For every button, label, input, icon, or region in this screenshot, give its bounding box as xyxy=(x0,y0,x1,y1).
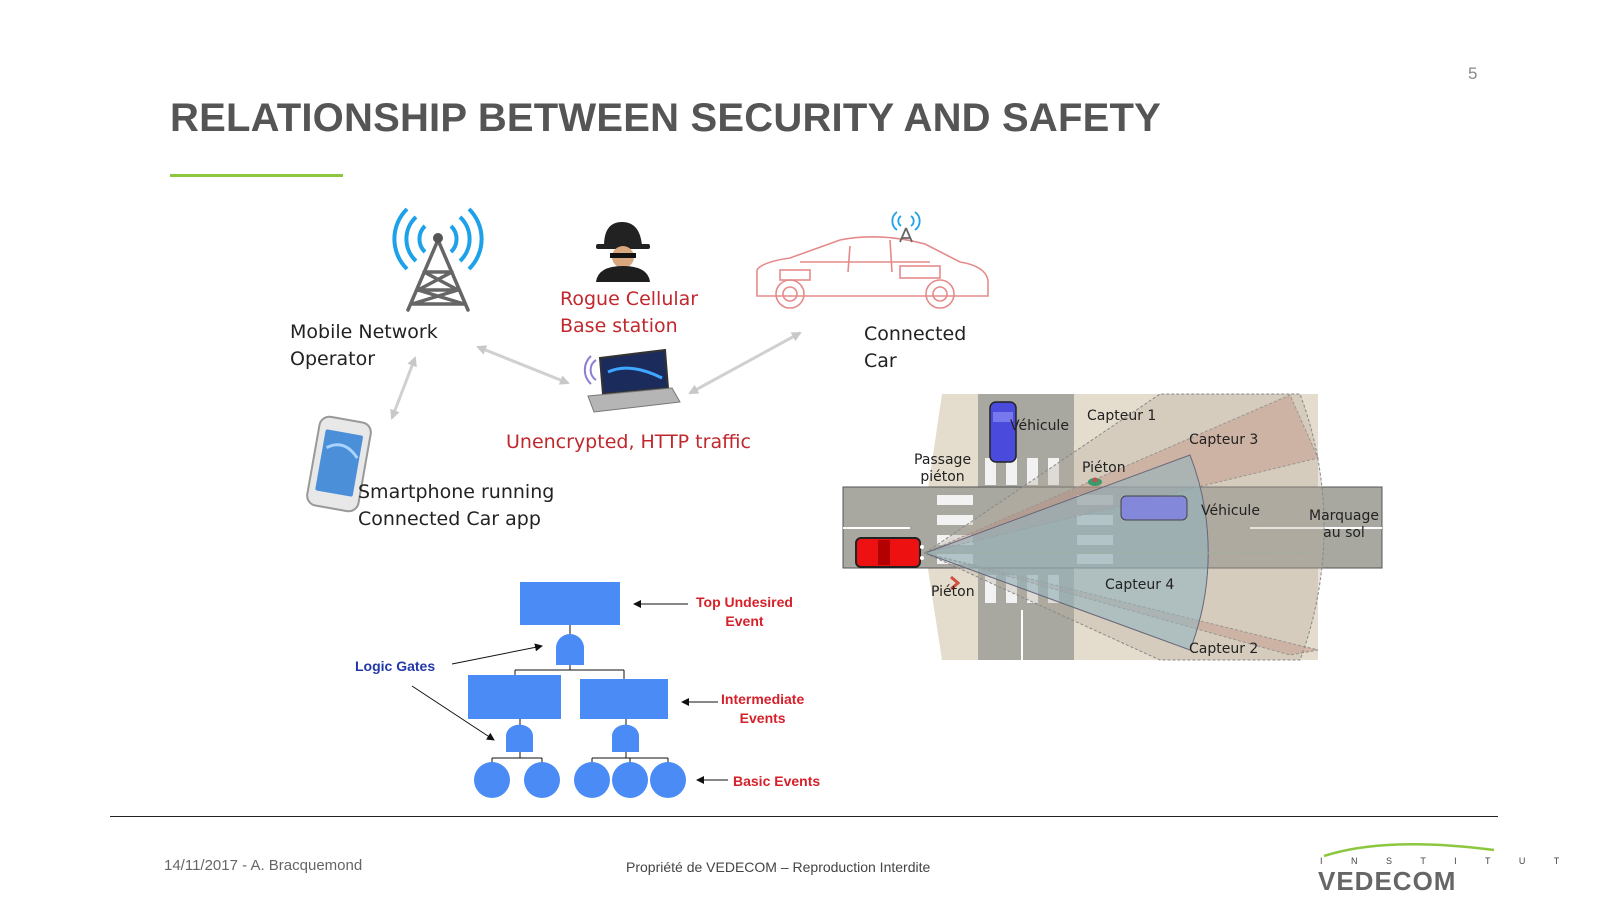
mno-label-line2: Operator xyxy=(290,348,376,370)
passage-pieton-label: Passage piéton xyxy=(914,452,971,486)
rogue-label-line1: Rogue Cellular xyxy=(560,288,699,310)
car-antenna-icon xyxy=(891,211,921,243)
arrow-mno-to-phone xyxy=(390,356,417,420)
pedestrian-bottom-icon xyxy=(950,575,961,591)
smartphone-label: Smartphone running Connected Car app xyxy=(358,479,554,533)
basic-event-3 xyxy=(574,762,610,798)
intermediate-event-box-left xyxy=(468,675,561,719)
logo-vedecom-text: VEDECOM xyxy=(1318,866,1457,896)
vehicle-right-icon xyxy=(1120,495,1188,521)
laptop-icon xyxy=(583,348,681,413)
marquage-au-sol-label: Marquage au sol xyxy=(1309,508,1379,542)
marquage-line1: Marquage xyxy=(1309,508,1380,524)
capteur-4-label: Capteur 4 xyxy=(1105,577,1175,593)
ego-car-icon xyxy=(855,537,924,568)
intermediate-event-box-right xyxy=(580,679,668,719)
vedecom-logo: I N S T I T U T VEDECOM xyxy=(1316,832,1559,896)
connected-car-label: Connected Car xyxy=(864,321,966,375)
phone-label-line2: Connected Car app xyxy=(358,508,541,530)
and-gate-right xyxy=(612,724,639,752)
capteur-1-label: Capteur 1 xyxy=(1087,408,1157,424)
car-label-line2: Car xyxy=(864,350,897,372)
intermediate-label-line2: Events xyxy=(739,710,786,726)
hacker-icon xyxy=(596,222,650,282)
rogue-base-label: Rogue Cellular Base station xyxy=(560,286,698,340)
slide-title: RELATIONSHIP BETWEEN SECURITY AND SAFETY xyxy=(170,96,1162,140)
logic-gates-label: Logic Gates xyxy=(355,658,436,674)
basic-event-4 xyxy=(612,762,648,798)
rogue-label-line2: Base station xyxy=(560,315,678,337)
logic-gate-pointer-left xyxy=(411,685,495,741)
traffic-label: Unencrypted, HTTP traffic xyxy=(506,431,751,453)
vehicule-right-label: Véhicule xyxy=(1201,503,1260,519)
mno-label: Mobile Network Operator xyxy=(290,319,438,373)
logo-institut-text: I N S T I T U T xyxy=(1320,856,1573,866)
basic-events-label: Basic Events xyxy=(733,773,821,789)
capteur-3-label: Capteur 3 xyxy=(1189,432,1259,448)
intermediate-label-line1: Intermediate xyxy=(721,691,805,707)
and-gate-left xyxy=(506,724,533,752)
top-event-label: Top Undesired Event xyxy=(696,593,793,631)
pieton-top-label: Piéton xyxy=(1082,460,1126,476)
pedestrian-top-icon xyxy=(1088,477,1102,486)
marquage-line2: au sol xyxy=(1323,525,1365,541)
top-event-label-line2: Event xyxy=(725,613,764,629)
basic-event-2 xyxy=(524,762,560,798)
mno-label-line1: Mobile Network xyxy=(290,321,438,343)
car-label-line1: Connected xyxy=(864,323,967,345)
page-number: 5 xyxy=(1468,64,1478,83)
top-event-label-line1: Top Undesired xyxy=(696,594,793,610)
passage-line2: piéton xyxy=(920,469,965,485)
pieton-bottom-label: Piéton xyxy=(931,584,975,600)
vehicle-top-icon xyxy=(989,401,1017,463)
capteur-3-wedge xyxy=(924,394,1319,554)
arrow-rogue-to-car xyxy=(688,331,802,395)
footer-date-author: 14/11/2017 - A. Bracquemond xyxy=(164,857,363,874)
footer-property-notice: Propriété de VEDECOM – Reproduction Inte… xyxy=(626,859,931,875)
logic-gate-pointer-top xyxy=(451,643,543,665)
phone-label-line1: Smartphone running xyxy=(358,481,555,503)
title-underline xyxy=(170,174,343,177)
basic-event-1 xyxy=(474,762,510,798)
crosswalk-top xyxy=(985,458,1059,485)
basic-event-5 xyxy=(650,762,686,798)
intermediate-events-label: Intermediate Events xyxy=(721,690,804,728)
logo-swoosh xyxy=(1323,842,1495,858)
capteur-2-label: Capteur 2 xyxy=(1189,641,1259,657)
passage-line1: Passage xyxy=(914,452,972,468)
footer-divider xyxy=(110,816,1498,817)
and-gate-top xyxy=(556,634,584,665)
vehicule-top-label: Véhicule xyxy=(1010,418,1069,434)
smartphone-icon xyxy=(306,415,372,513)
cell-tower-icon xyxy=(392,207,484,312)
top-event-box xyxy=(520,582,620,625)
arrow-mno-to-rogue xyxy=(476,345,570,385)
connected-car-icon xyxy=(756,236,989,309)
